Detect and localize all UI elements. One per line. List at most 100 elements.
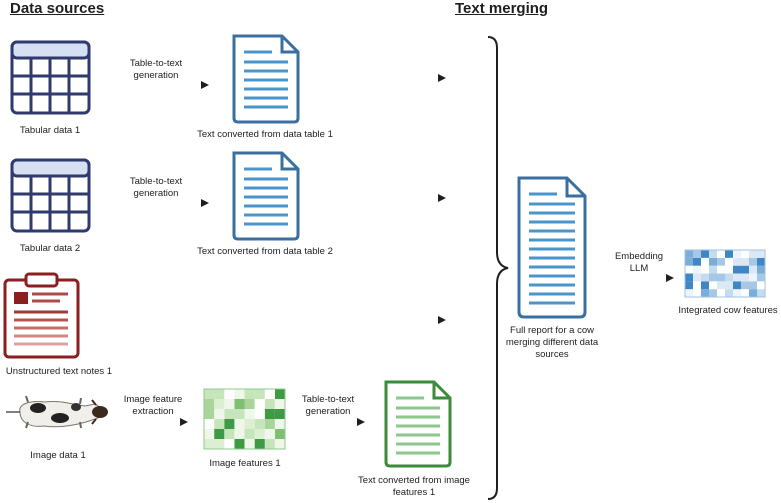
text-image-label: Text converted from image features 1 xyxy=(358,475,470,498)
heatmap-cell xyxy=(204,429,215,439)
merge-brace xyxy=(487,36,509,500)
heatmap-cell xyxy=(741,273,749,282)
heatmap-cell xyxy=(701,250,709,258)
heatmap-cell xyxy=(244,399,255,409)
heatmap-cell xyxy=(741,250,749,258)
heatmap-cell xyxy=(733,265,741,274)
clipboard-notes-icon xyxy=(3,272,80,359)
heatmap-cell xyxy=(733,257,741,266)
heatmap-cell xyxy=(254,439,265,449)
heatmap-cell xyxy=(717,250,725,258)
heatmap-cell xyxy=(204,439,215,449)
heatmap-cell xyxy=(224,419,235,429)
heatmap-cell xyxy=(214,439,225,449)
heatmap-cell xyxy=(685,281,693,290)
heatmap-cell xyxy=(749,281,757,290)
heatmap-cell xyxy=(244,409,255,419)
heatmap-cell xyxy=(264,419,275,429)
heatmap-cell xyxy=(693,289,701,297)
heatmap-cell xyxy=(224,399,235,409)
heatmap-cell xyxy=(749,265,757,274)
heatmap-cell xyxy=(244,429,255,439)
table-to-text-step-2: Table-to-text generation xyxy=(129,176,183,199)
image-data-label: Image data 1 xyxy=(30,450,86,461)
image-feature-extraction-step: Image feature extraction xyxy=(123,394,183,417)
heatmap-cell xyxy=(204,419,215,429)
heatmap-cell xyxy=(234,439,245,449)
heatmap-cell xyxy=(224,439,235,449)
heatmap-cell xyxy=(685,257,693,266)
heatmap-cell xyxy=(757,257,765,266)
document-table1-icon xyxy=(232,34,300,124)
cow-image-icon xyxy=(6,395,108,429)
heatmap-cell xyxy=(717,289,725,297)
heatmap-cell xyxy=(204,399,215,409)
heatmap-cell xyxy=(725,273,733,282)
heatmap-cell xyxy=(244,389,255,399)
heatmap-cell xyxy=(234,399,245,409)
heatmap-cell xyxy=(244,419,255,429)
embedding-llm-step: Embedding LLM xyxy=(614,251,664,274)
table-to-text-step-1: Table-to-text generation xyxy=(129,58,183,81)
heatmap-cell xyxy=(244,439,255,449)
integrated-features-heatmap xyxy=(684,249,766,298)
heatmap-cell xyxy=(725,250,733,258)
heatmap-cell xyxy=(709,273,717,282)
heatmap-cell xyxy=(214,399,225,409)
integrated-features-label: Integrated cow features xyxy=(678,305,778,316)
tabular-data-1-label: Tabular data 1 xyxy=(19,125,81,136)
heatmap-cell xyxy=(733,273,741,282)
heatmap-cell xyxy=(749,289,757,297)
image-features-heatmap xyxy=(203,388,286,450)
heatmap-cell xyxy=(701,289,709,297)
heatmap-cell xyxy=(741,289,749,297)
heatmap-cell xyxy=(749,257,757,266)
heatmap-cell xyxy=(757,281,765,290)
heatmap-cell xyxy=(274,399,286,409)
heatmap-cell xyxy=(264,439,275,449)
heatmap-cell xyxy=(717,265,725,274)
data-sources-heading: Data sources xyxy=(10,0,105,17)
heatmap-cell xyxy=(717,257,725,266)
heatmap-cell xyxy=(234,409,245,419)
heatmap-cell xyxy=(234,389,245,399)
heatmap-cell xyxy=(701,281,709,290)
heatmap-cell xyxy=(701,273,709,282)
heatmap-cell xyxy=(709,289,717,297)
heatmap-cell xyxy=(709,257,717,266)
heatmap-cell xyxy=(264,409,275,419)
heatmap-cell xyxy=(757,265,765,274)
text-table1-label: Text converted from data table 1 xyxy=(197,129,333,140)
tabular-data-1-icon xyxy=(10,40,91,115)
heatmap-cell xyxy=(725,281,733,290)
heatmap-cell xyxy=(741,257,749,266)
heatmap-cell xyxy=(254,419,265,429)
heatmap-cell xyxy=(693,273,701,282)
heatmap-cell xyxy=(709,250,717,258)
heatmap-cell xyxy=(741,281,749,290)
heatmap-cell xyxy=(224,429,235,439)
heatmap-cell xyxy=(693,257,701,266)
tabular-data-2-label: Tabular data 2 xyxy=(19,243,81,254)
heatmap-cell xyxy=(709,265,717,274)
heatmap-cell xyxy=(234,429,245,439)
heatmap-cell xyxy=(274,429,286,439)
table-to-text-step-3: Table-to-text generation xyxy=(301,394,355,417)
heatmap-cell xyxy=(214,429,225,439)
heatmap-cell xyxy=(757,289,765,297)
heatmap-cell xyxy=(701,257,709,266)
heatmap-cell xyxy=(709,281,717,290)
heatmap-cell xyxy=(685,265,693,274)
unstructured-notes-label: Unstructured text notes 1 xyxy=(5,366,113,377)
image-features-label: Image features 1 xyxy=(209,458,281,469)
full-report-label: Full report for a cow merging different … xyxy=(505,325,599,360)
heatmap-cell xyxy=(693,281,701,290)
heatmap-cell xyxy=(757,273,765,282)
heatmap-cell xyxy=(254,399,265,409)
heatmap-cell xyxy=(733,281,741,290)
heatmap-cell xyxy=(214,389,225,399)
heatmap-cell xyxy=(741,265,749,274)
heatmap-cell xyxy=(725,289,733,297)
heatmap-cell xyxy=(214,419,225,429)
